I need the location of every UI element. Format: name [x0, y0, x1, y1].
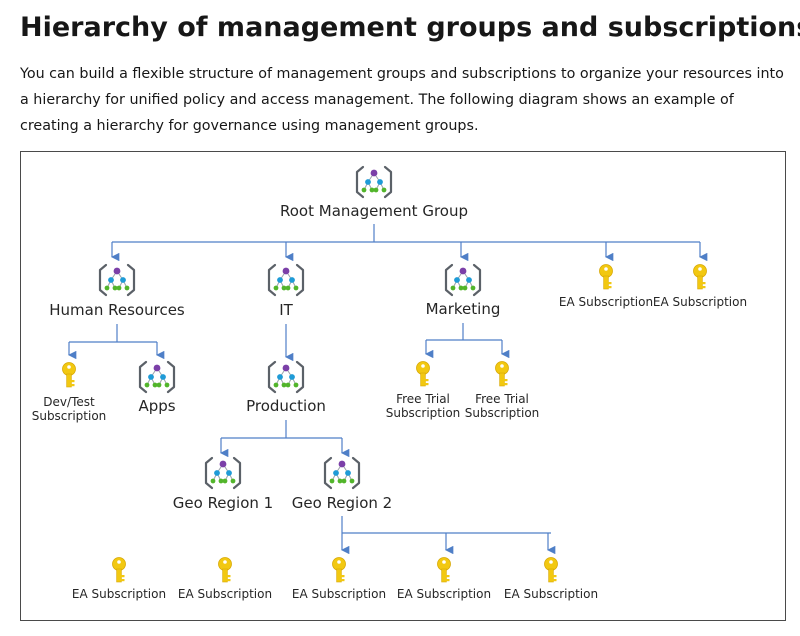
subscription-key-icon [218, 557, 232, 583]
node-marketing: Marketing [426, 263, 501, 318]
node-geo1: Geo Region 1 [173, 456, 273, 512]
page-title: Hierarchy of management groups and subsc… [20, 12, 800, 43]
management-group-icon [267, 263, 305, 297]
node-production: Production [246, 360, 326, 415]
node-label-line: EA Subscription [397, 587, 491, 601]
node-ea-geo1-2: EA Subscription [178, 557, 272, 601]
node-label: Geo Region 2 [292, 494, 392, 512]
connector-production [219, 420, 350, 458]
node-label-line: IT [279, 301, 293, 319]
node-label-line: EA Subscription [292, 587, 386, 601]
node-label-line: Root Management Group [280, 202, 468, 220]
node-ea-root-2: EA Subscription [653, 264, 747, 309]
node-label-line: Marketing [426, 300, 501, 318]
node-label: EA Subscription [559, 295, 653, 309]
node-label: Geo Region 1 [173, 494, 273, 512]
node-label: Human Resources [49, 301, 185, 319]
node-label: Root Management Group [280, 202, 468, 220]
node-label: EA Subscription [292, 587, 386, 601]
node-geo2: Geo Region 2 [292, 456, 392, 512]
node-label-line: Dev/Test [43, 395, 95, 409]
subscription-key-icon [416, 361, 430, 387]
node-label-line: Human Resources [49, 301, 185, 319]
management-group-icon [267, 360, 305, 394]
subscription-key-icon [62, 362, 76, 388]
subscription-key-icon [693, 264, 707, 290]
connector-root [110, 224, 708, 262]
connector-layer [67, 224, 708, 555]
connector-hr [67, 324, 165, 360]
node-label-line: Subscription [465, 406, 540, 420]
management-group-icon [98, 263, 136, 297]
node-label-line: Free Trial [475, 392, 529, 406]
subscription-key-icon [437, 557, 451, 583]
node-apps: Apps [138, 360, 176, 415]
node-ea-root-1: EA Subscription [559, 264, 653, 309]
node-label-line: Apps [138, 397, 175, 415]
node-label: Marketing [426, 300, 501, 318]
subscription-key-icon [495, 361, 509, 387]
subscription-key-icon [544, 557, 558, 583]
node-ea-geo1-1: EA Subscription [72, 557, 166, 601]
node-label: EA Subscription [504, 587, 598, 601]
management-group-icon [204, 456, 242, 490]
management-group-icon [444, 263, 482, 297]
node-label: EA Subscription [72, 587, 166, 601]
node-ea-geo2-3: EA Subscription [504, 557, 598, 601]
node-label: IT [279, 301, 293, 319]
node-label-line: Geo Region 2 [292, 494, 392, 512]
node-hr: Human Resources [49, 263, 185, 319]
node-label-line: Free Trial [396, 392, 450, 406]
node-label: EA Subscription [653, 295, 747, 309]
management-group-icon [138, 360, 176, 394]
node-label: Production [246, 397, 326, 415]
node-label-line: Subscription [386, 406, 461, 420]
node-label-line: Subscription [32, 409, 107, 423]
node-label-line: EA Subscription [653, 295, 747, 309]
node-label: EA Subscription [178, 587, 272, 601]
subscription-key-icon [599, 264, 613, 290]
management-group-icon [355, 165, 393, 199]
node-root: Root Management Group [280, 165, 468, 220]
management-group-icon [323, 456, 361, 490]
connector-geo2 [340, 516, 556, 555]
node-ea-geo2-2: EA Subscription [397, 557, 491, 601]
node-label: Apps [138, 397, 175, 415]
intro-paragraph: You can build a flexible structure of ma… [20, 66, 784, 134]
subscription-key-icon [112, 557, 126, 583]
node-label-line: EA Subscription [559, 295, 653, 309]
node-label-line: Geo Region 1 [173, 494, 273, 512]
node-label-line: EA Subscription [72, 587, 166, 601]
connector-marketing [424, 323, 510, 359]
subscription-key-icon [332, 557, 346, 583]
node-ea-geo2-1: EA Subscription [292, 557, 386, 601]
node-label: EA Subscription [397, 587, 491, 601]
node-label-line: Production [246, 397, 326, 415]
node-it: IT [267, 263, 305, 319]
node-label-line: EA Subscription [178, 587, 272, 601]
node-label-line: EA Subscription [504, 587, 598, 601]
